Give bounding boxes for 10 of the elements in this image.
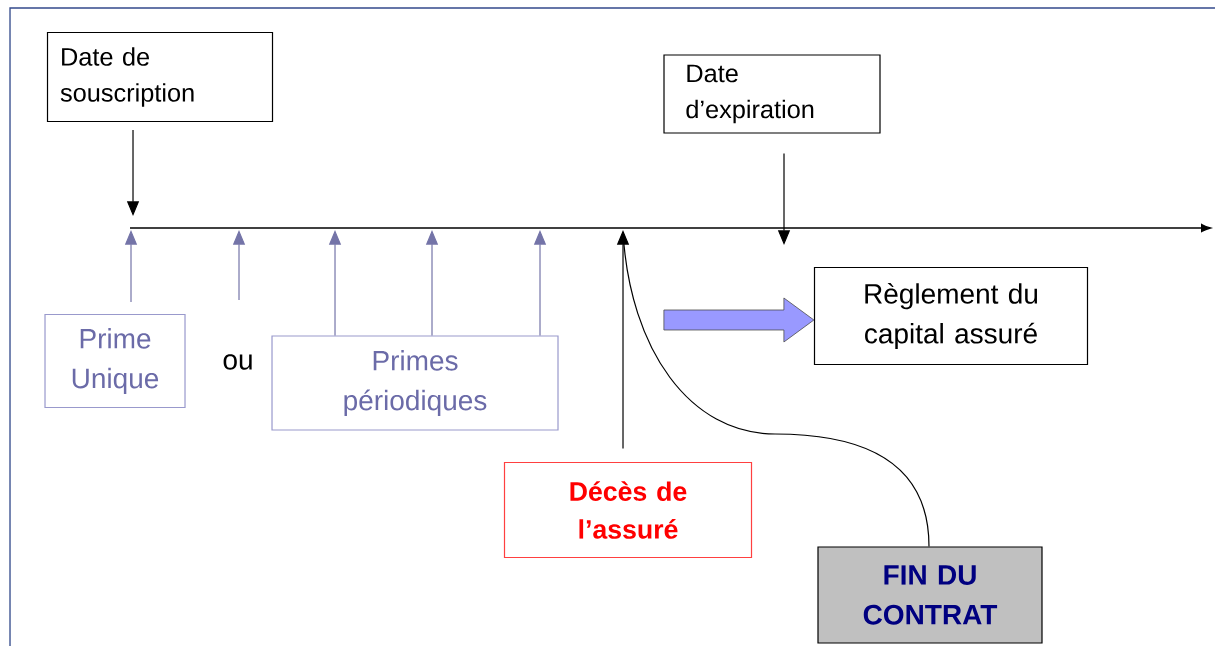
date-box: Date de souscription bbox=[46, 31, 274, 123]
result-box: Règlement du capital assuré bbox=[813, 266, 1089, 366]
premium-box: Primes périodiques bbox=[271, 335, 559, 431]
date-box: Date d’expiration bbox=[663, 54, 881, 134]
premium-box: Prime Unique bbox=[44, 313, 186, 409]
connector-word: ou bbox=[223, 354, 252, 370]
block-arrow bbox=[663, 297, 815, 343]
end-box: FIN DU CONTRAT bbox=[817, 546, 1043, 644]
curved-line bbox=[622, 231, 930, 547]
event-box: Décès de l’assuré bbox=[503, 461, 753, 559]
